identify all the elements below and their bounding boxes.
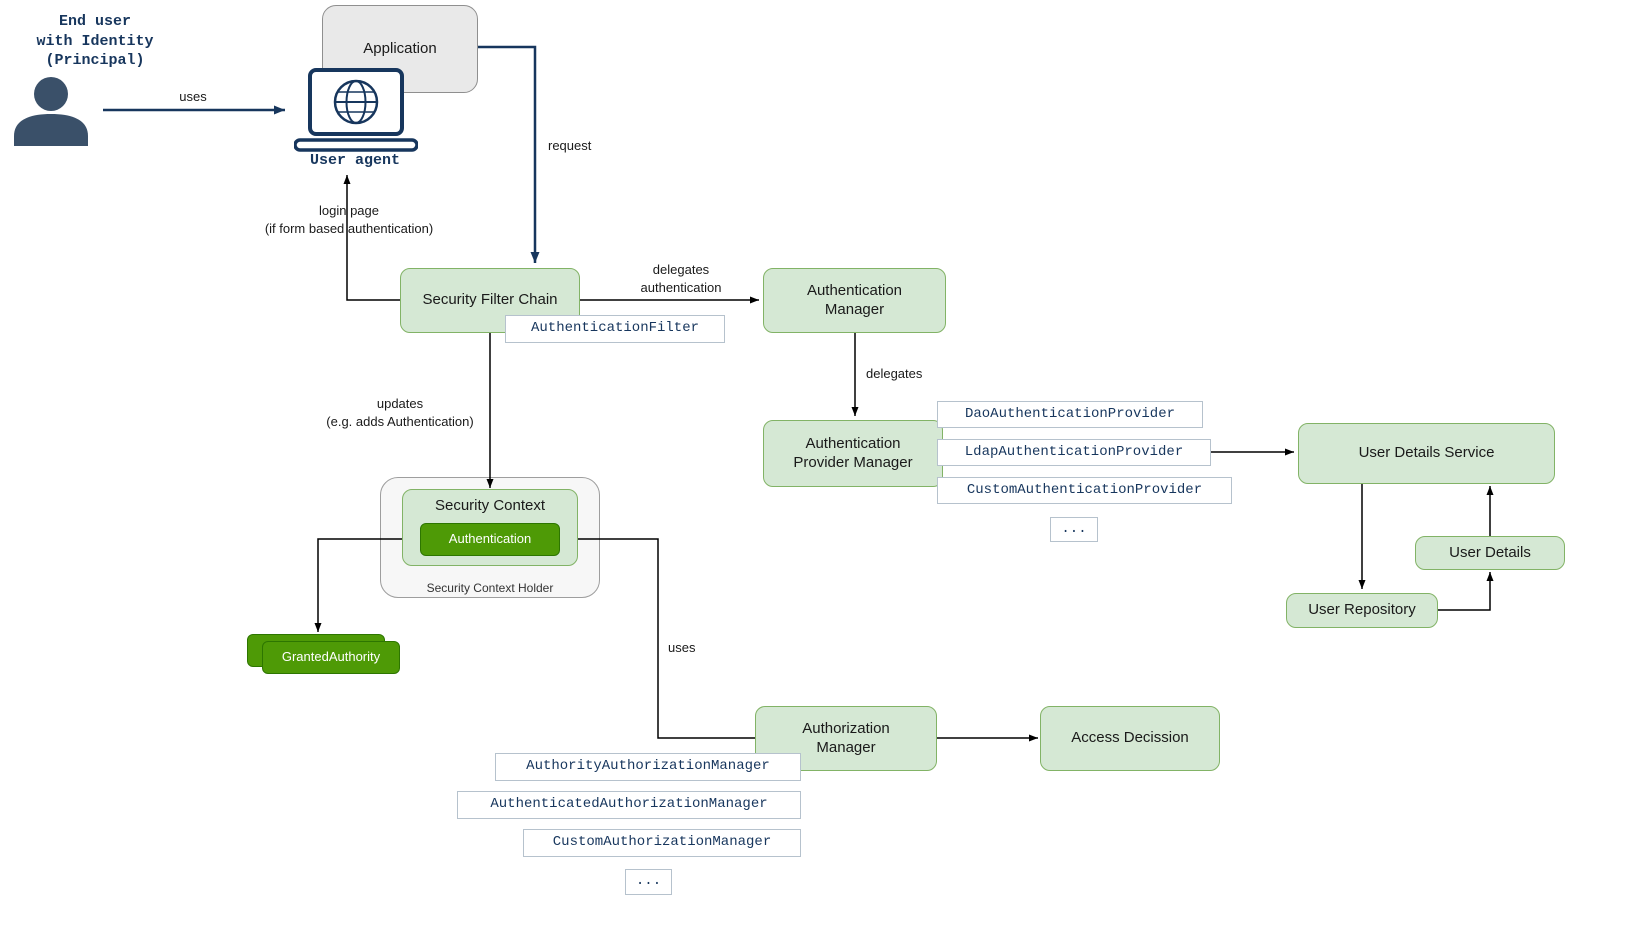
node-user-details: User Details: [1415, 536, 1565, 570]
user-agent-label: User agent: [309, 152, 400, 169]
node-custom-authentication-provider: CustomAuthenticationProvider: [937, 477, 1232, 504]
node-authentication-provider-manager: Authentication Provider Manager: [763, 420, 943, 487]
edge-label-uses-top: uses: [179, 89, 207, 104]
edge-uses-bottom: [562, 535, 755, 739]
security-context-holder-label: Security Context Holder: [426, 581, 554, 595]
edge-label-delegates: delegates: [866, 366, 923, 381]
node-authority-authorization-manager: AuthorityAuthorizationManager: [495, 753, 801, 781]
node-custom-authorization-manager: CustomAuthorizationManager: [523, 829, 801, 857]
edge-label-request: request: [548, 138, 592, 153]
person-icon: [14, 77, 88, 146]
node-authentication-filter: AuthenticationFilter: [505, 315, 725, 343]
edge-label-login-page: login page (if form based authentication…: [264, 203, 434, 236]
node-authentication: Authentication: [420, 523, 560, 556]
edge-label-delegates-authentication: delegates authentication: [640, 262, 722, 295]
edge-authentication-to-grantedauthority: [314, 538, 420, 632]
edge-request: [478, 45, 540, 263]
node-ldap-authentication-provider: LdapAuthenticationProvider: [937, 439, 1211, 466]
node-authorization-ellipsis: ...: [625, 869, 672, 895]
edge-label-updates: updates (e.g. adds Authentication): [326, 396, 474, 429]
node-user-details-service: User Details Service: [1298, 423, 1555, 484]
node-providers-ellipsis: ...: [1050, 517, 1098, 542]
edge-login-page: [343, 175, 400, 301]
node-authenticated-authorization-manager: AuthenticatedAuthorizationManager: [457, 791, 801, 819]
edge-repository-to-userdetails: [1438, 572, 1494, 611]
laptop-globe-icon: [294, 68, 418, 152]
node-dao-authentication-provider: DaoAuthenticationProvider: [937, 401, 1203, 428]
node-user-repository: User Repository: [1286, 593, 1438, 628]
edge-label-uses-bottom: uses: [668, 640, 696, 655]
end-user-label: End user with Identity (Principal): [36, 13, 154, 69]
node-access-decision: Access Decission: [1040, 706, 1220, 771]
node-granted-authority: GrantedAuthority: [262, 641, 400, 674]
node-authentication-manager: Authentication Manager: [763, 268, 946, 333]
